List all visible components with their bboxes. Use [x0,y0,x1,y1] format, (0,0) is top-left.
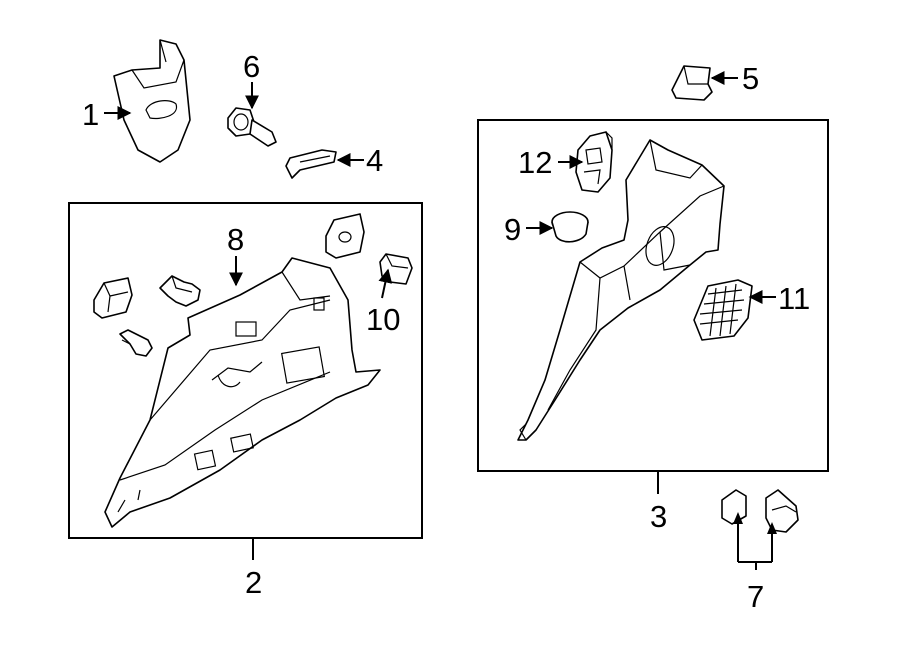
part-4-strip [285,149,337,179]
part-1-bracket [113,39,191,163]
callout-9: 9 [504,212,521,247]
callout-4: 4 [366,143,383,178]
callout-10: 10 [366,302,400,337]
right-quarter-trim-panel [517,139,725,441]
clip-left-top [93,277,133,319]
callout-5: 5 [742,61,759,96]
nut-plate [325,213,365,259]
part-7-clips [721,489,799,533]
bracket-10 [379,253,413,285]
callout-2: 2 [245,565,262,600]
callout-12: 12 [518,145,552,180]
part-5-clip [671,65,713,101]
callout-1: 1 [82,97,99,132]
callout-11: 11 [778,281,810,316]
callout-8: 8 [227,222,244,257]
leader-7-bar [738,561,772,570]
panel-12 [575,131,613,193]
clip-retainer [159,275,201,307]
grille-11 [693,279,753,341]
callout-6: 6 [243,49,260,84]
cup-9 [551,211,589,243]
left-assembly-box [68,202,423,539]
bolt-left [119,329,153,357]
callout-7: 7 [747,579,764,614]
left-quarter-trim-panel [104,257,381,528]
leader-10 [378,268,393,299]
part-6-bolt [227,107,277,147]
callout-3: 3 [650,499,667,534]
arrow-7b [767,522,777,534]
right-assembly-box [477,119,829,472]
arrow-7a [733,512,743,524]
